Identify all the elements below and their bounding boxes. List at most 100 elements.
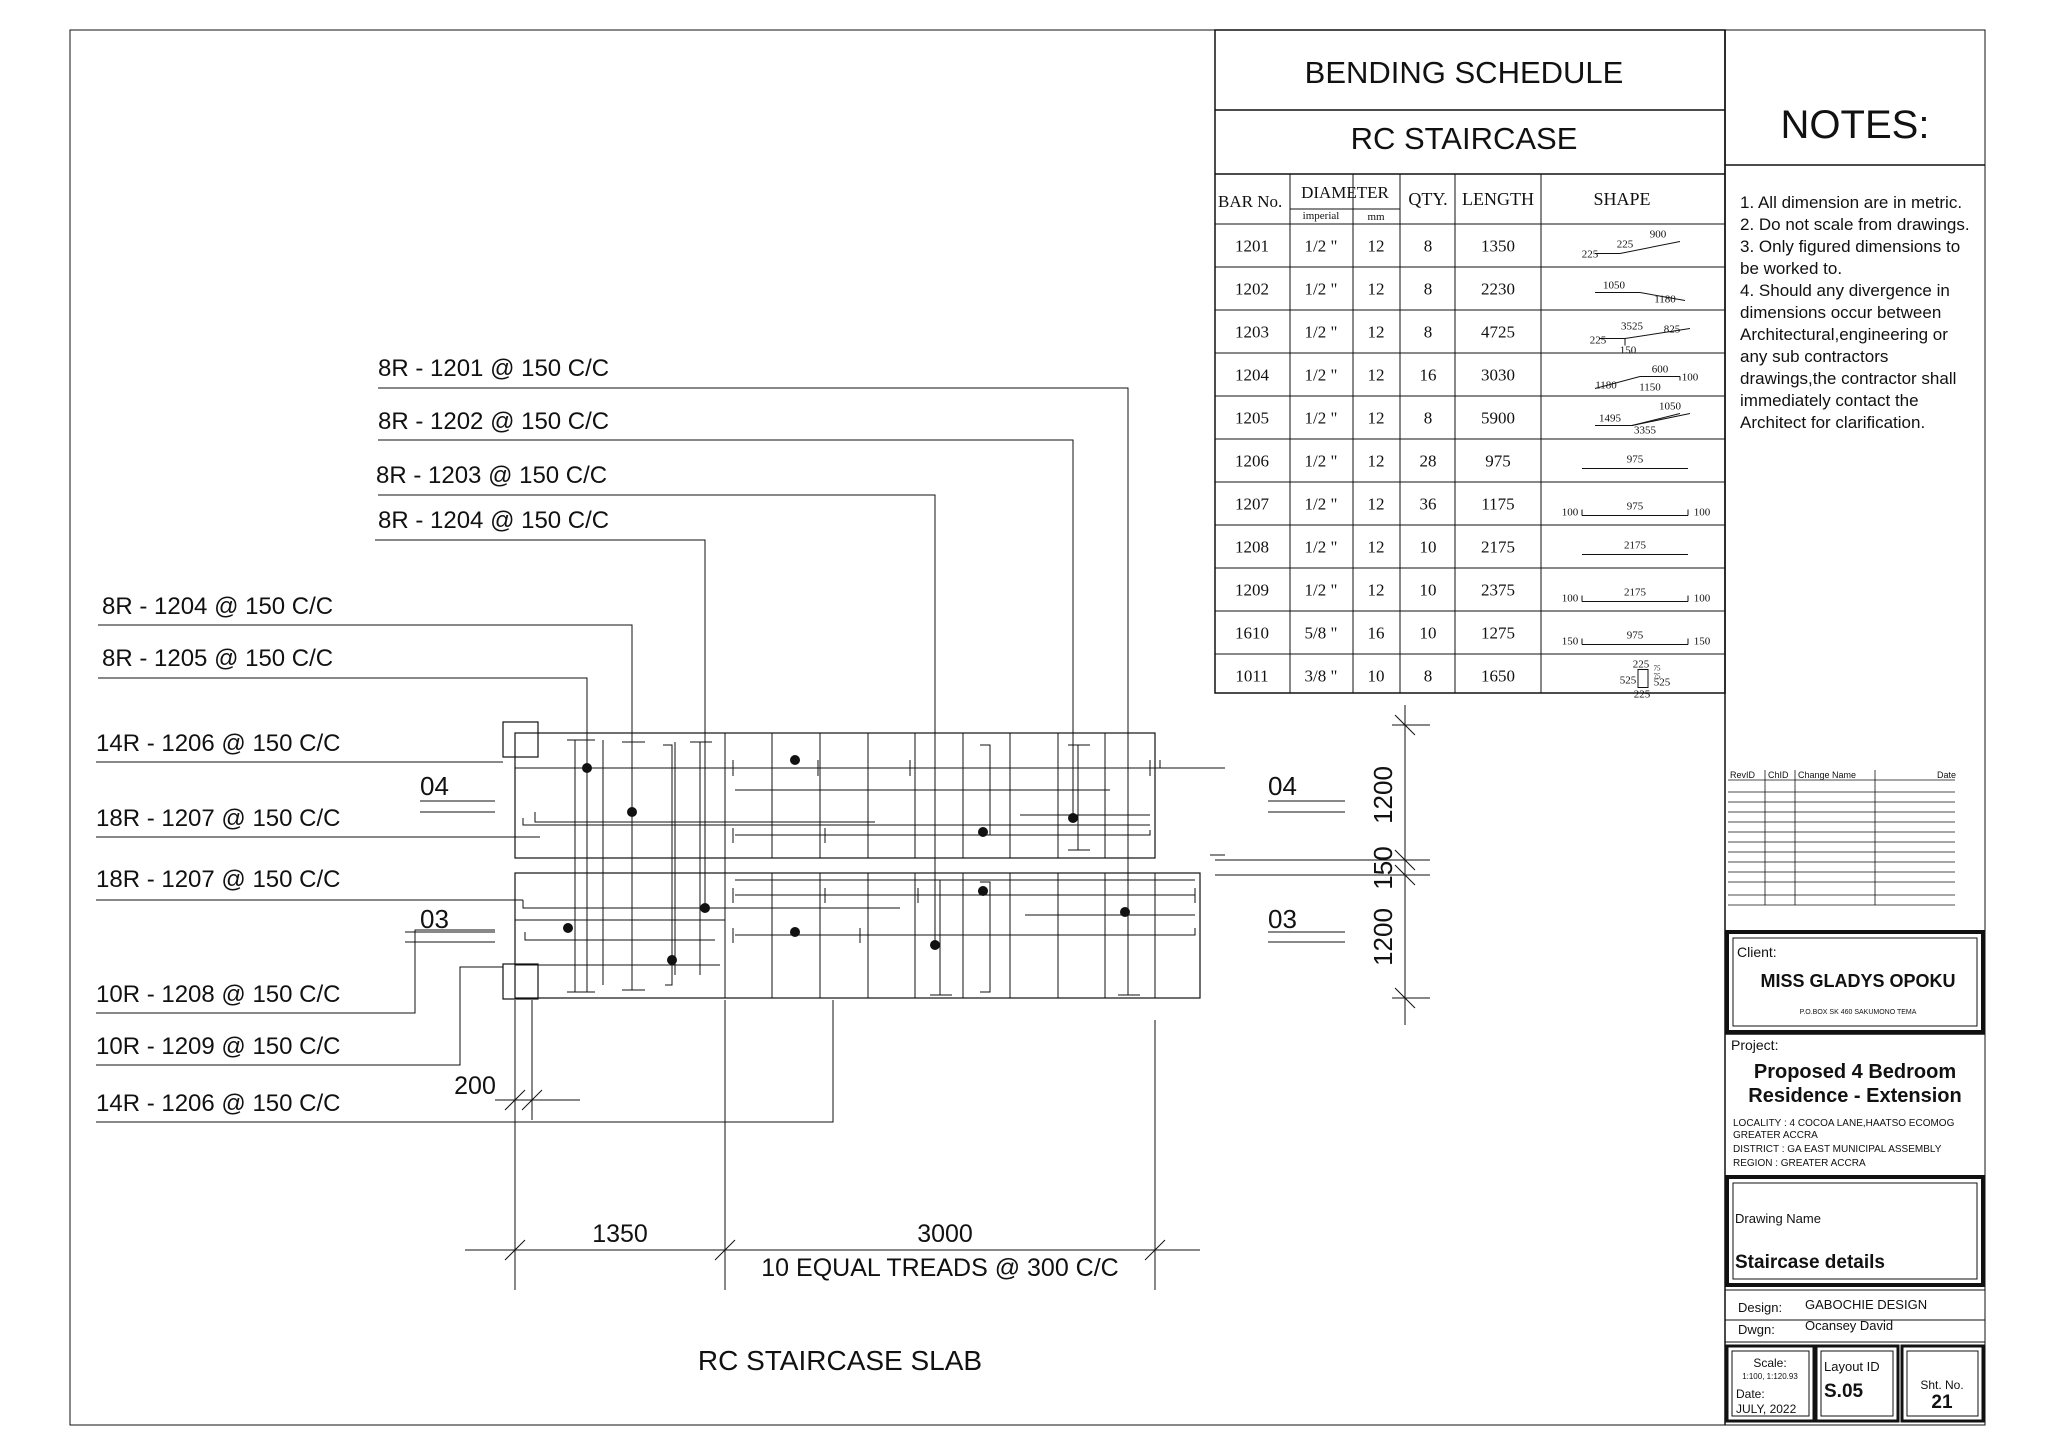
note-line: Architectural,engineering or — [1740, 325, 1948, 344]
client-name: MISS GLADYS OPOKU — [1760, 971, 1955, 991]
project-name-line1: Proposed 4 Bedroom — [1754, 1061, 1956, 1083]
schedule-cell-qty: 8 — [1424, 280, 1433, 299]
scale-label: Scale: — [1753, 1356, 1786, 1370]
project-detail: GREATER ACCRA — [1733, 1130, 1818, 1141]
schedule-cell-qty: 8 — [1424, 323, 1433, 342]
dim-1200-lower: 1200 — [1368, 908, 1398, 966]
section-mark: 04 — [1268, 771, 1297, 801]
schedule-cell-len: 3030 — [1481, 366, 1515, 385]
schedule-cell-qty: 10 — [1420, 581, 1437, 600]
shape-label: 1150 — [1639, 382, 1661, 394]
rebar-dots — [563, 755, 1130, 965]
bar-shape: 100 2175 100 — [1562, 587, 1711, 605]
dim-1200-upper: 1200 — [1368, 766, 1398, 824]
shape-label: 100 — [1562, 507, 1579, 519]
scale-value: 1:100, 1:120.93 — [1742, 1372, 1798, 1381]
drawing-name-label: Drawing Name — [1735, 1211, 1821, 1226]
shape-label: 3525 — [1621, 321, 1644, 333]
schedule-cell-bar: 1207 — [1235, 495, 1270, 514]
shape-label: 225 — [1617, 239, 1634, 251]
shape-label: 1050 — [1659, 401, 1682, 413]
upper-flight-outline — [514, 732, 1156, 859]
rev-header: RevID — [1730, 770, 1756, 780]
schedule-row: 1209 1/2 " 12 10 2375 100 2175 100 — [1215, 581, 1725, 612]
dim-200: 200 — [454, 1072, 496, 1100]
shape-label: 2175 — [1624, 540, 1647, 552]
header-imperial: imperial — [1303, 210, 1340, 222]
callout-label: 14R - 1206 @ 150 C/C — [96, 730, 341, 757]
notes-title: NOTES: — [1781, 103, 1930, 147]
schedule-cell-len: 2375 — [1481, 581, 1515, 600]
schedule-cell-imp: 5/8 " — [1305, 624, 1338, 643]
dwgn-value: Ocansey David — [1805, 1318, 1893, 1333]
note-line: 2. Do not scale from drawings. — [1740, 215, 1970, 234]
schedule-cell-qty: 16 — [1420, 366, 1437, 385]
callout-label: 10R - 1208 @ 150 C/C — [96, 981, 341, 1008]
design-label: Design: — [1738, 1300, 1782, 1315]
schedule-cell-mm: 12 — [1368, 581, 1385, 600]
corner-box — [502, 721, 539, 758]
schedule-cell-mm: 16 — [1368, 624, 1385, 643]
schedule-cell-bar: 1205 — [1235, 409, 1269, 428]
drawing-title: RC STAIRCASE SLAB — [698, 1345, 982, 1376]
schedule-cell-len: 975 — [1485, 452, 1511, 471]
client-address: P.O.BOX SK 460 SAKUMONO TEMA — [1800, 1009, 1917, 1016]
schedule-cell-mm: 12 — [1368, 323, 1385, 342]
bending-schedule: BENDING SCHEDULE RC STAIRCASE BAR No. DI… — [1214, 29, 1726, 701]
dim-1350: 1350 — [592, 1220, 648, 1248]
callout-label: 8R - 1204 @ 150 C/C — [102, 593, 333, 620]
project-detail: REGION : GREATER ACCRA — [1733, 1158, 1866, 1169]
shape-label: 975 — [1627, 454, 1644, 466]
dim-treads: 10 EQUAL TREADS @ 300 C/C — [761, 1254, 1118, 1282]
shape-label: 2175 — [1624, 587, 1647, 599]
header-bar-no: BAR No. — [1218, 192, 1282, 211]
rev-header: ChID — [1768, 770, 1789, 780]
shape-label: 150 — [1694, 636, 1711, 648]
callout-label: 10R - 1209 @ 150 C/C — [96, 1033, 341, 1060]
shape-label: 225 — [1633, 659, 1650, 671]
schedule-cell-bar: 1209 — [1235, 581, 1269, 600]
schedule-cell-imp: 1/2 " — [1305, 237, 1338, 256]
bar-shape: 975 — [1582, 454, 1688, 469]
shape-label: 225 — [1634, 689, 1651, 701]
schedule-subtitle: RC STAIRCASE — [1351, 121, 1578, 156]
header-length: LENGTH — [1462, 189, 1534, 209]
schedule-cell-qty: 28 — [1420, 452, 1437, 471]
header-mm: mm — [1367, 211, 1385, 223]
header-qty: QTY. — [1408, 189, 1447, 209]
shape-label: 225 — [1582, 249, 1599, 261]
note-line: 1. All dimension are in metric. — [1740, 193, 1962, 212]
schedule-cell-imp: 1/2 " — [1305, 581, 1338, 600]
schedule-cell-bar: 1204 — [1235, 366, 1270, 385]
staircase-section: 04 03 04 03 1200 150 1200 — [96, 387, 1430, 1376]
shape-label: 100 — [1694, 593, 1711, 605]
schedule-cell-bar: 1202 — [1235, 280, 1269, 299]
shape-label: 100 — [1562, 593, 1579, 605]
shape-label: 75 — [1654, 665, 1662, 673]
schedule-cell-qty: 8 — [1424, 237, 1433, 256]
schedule-cell-mm: 12 — [1368, 280, 1385, 299]
schedule-cell-imp: 1/2 " — [1305, 323, 1338, 342]
shape-label: 975 — [1627, 630, 1644, 642]
callout-label: 8R - 1204 @ 150 C/C — [378, 507, 609, 534]
schedule-cell-imp: 1/2 " — [1305, 495, 1338, 514]
note-line: immediately contact the — [1740, 391, 1919, 410]
shape-label: 3355 — [1634, 425, 1657, 437]
schedule-cell-len: 2175 — [1481, 538, 1515, 557]
schedule-cell-len: 1175 — [1481, 495, 1514, 514]
